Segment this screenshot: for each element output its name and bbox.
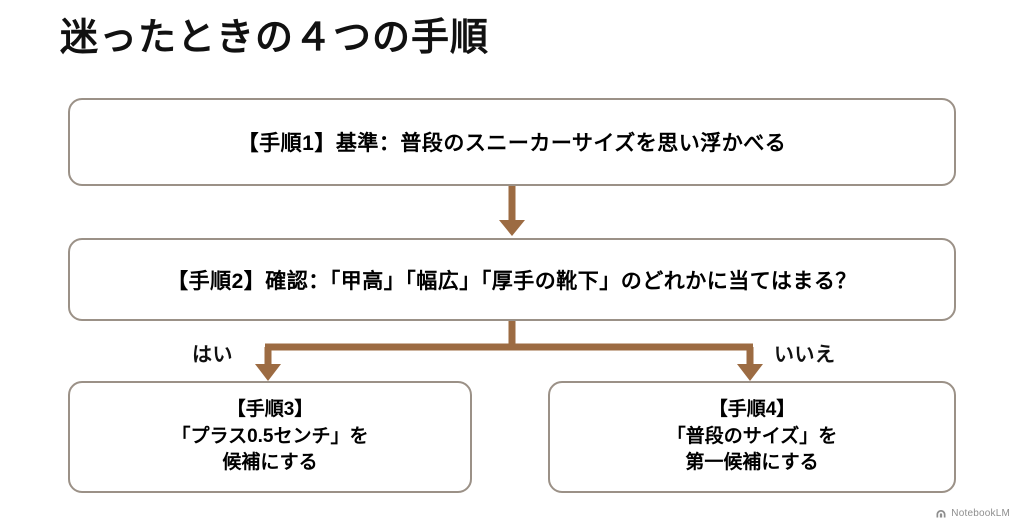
branch-label-no: いいえ	[774, 344, 836, 366]
flow-node-step1-label: 【手順1】基準：普段のスニーカーサイズを思い浮かべる	[237, 132, 787, 155]
notebooklm-watermark-text: NotebookLM	[951, 508, 1010, 519]
flow-node-step4-label: 【手順4】 「普段のサイズ」を 第一候補にする	[666, 398, 838, 474]
notebooklm-logo-icon	[936, 510, 946, 518]
notebooklm-watermark: NotebookLM	[935, 508, 1010, 520]
flow-node-step3: 【手順3】 「プラス0.5センチ」を 候補にする	[68, 381, 472, 493]
flow-node-step4: 【手順4】 「普段のサイズ」を 第一候補にする	[548, 381, 956, 493]
edge-step1-to-step2	[499, 186, 525, 236]
flow-node-step2-label: 【手順2】確認：「甲高」「幅広」「厚手の靴下」のどれかに当てはまる？	[167, 269, 857, 293]
edge-branch-yes-to-step3	[255, 347, 281, 381]
page-title: 迷ったときの４つの手順	[60, 17, 490, 59]
edge-step2-branch-trunk	[265, 321, 753, 351]
flow-node-step2: 【手順2】確認：「甲高」「幅広」「厚手の靴下」のどれかに当てはまる？	[68, 238, 956, 321]
flow-node-step3-label: 【手順3】 「プラス0.5センチ」を 候補にする	[171, 398, 369, 474]
edge-branch-no-to-step4	[737, 347, 763, 381]
branch-label-yes: はい	[192, 344, 233, 366]
flow-node-step1: 【手順1】基準：普段のスニーカーサイズを思い浮かべる	[68, 98, 956, 186]
